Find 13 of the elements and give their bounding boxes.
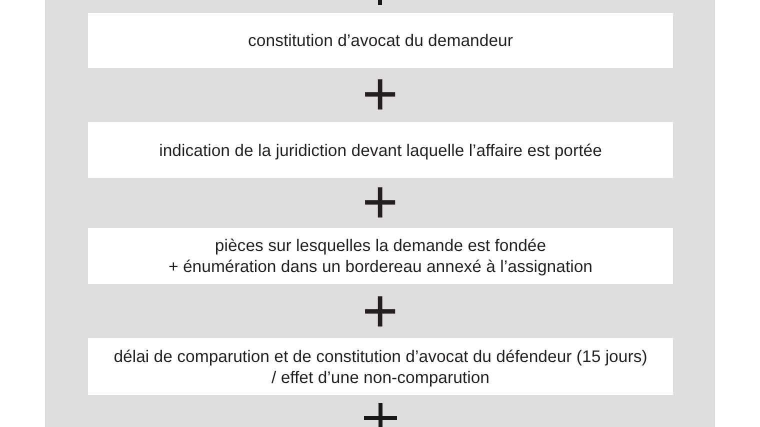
requirement-text: indication de la juridiction devant laquelle l’affaire est portée [159, 140, 602, 160]
requirement-box [88, 13, 673, 68]
plus-sign: + [362, 294, 398, 330]
requirement-text: délai de comparution et de constitution d’avocat du défendeur (15 jours) [114, 346, 648, 366]
requirement-text: pièces sur lesquelles la demande est fondée [214, 235, 546, 256]
plus-sign: + [362, 77, 398, 113]
requirement-box [88, 122, 673, 178]
requirement-text: + énumération dans un bordereau annexé à l’assignation [168, 256, 593, 277]
requirement-text: constitution d’avocat du demandeur [248, 30, 513, 51]
requirement-box [88, 338, 673, 395]
plus-sign: + [362, 185, 398, 221]
requirement-box [88, 228, 673, 284]
requirement-text: / effet d’une non-comparution [272, 366, 490, 388]
